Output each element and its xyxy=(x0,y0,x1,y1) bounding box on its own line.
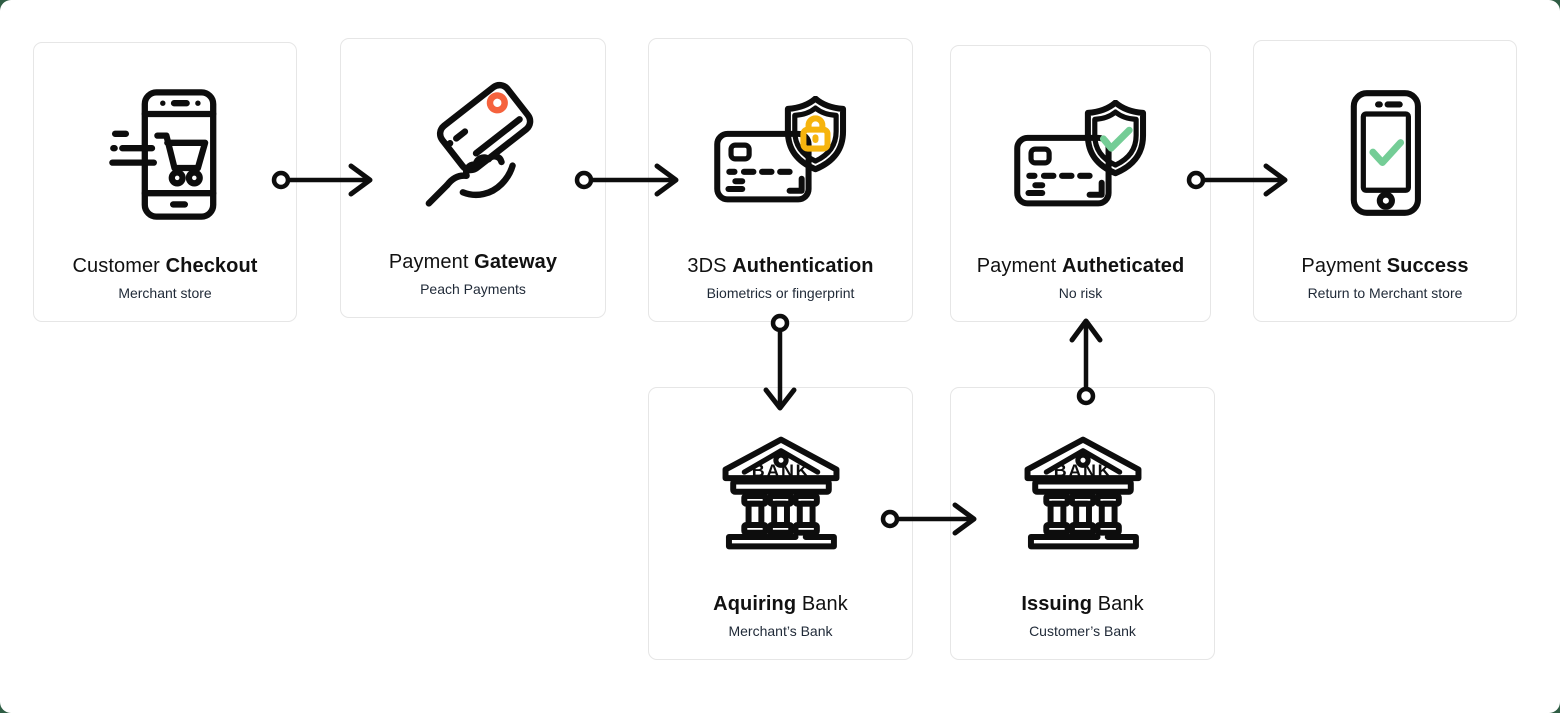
card-subtitle: Biometrics or fingerprint xyxy=(706,285,855,301)
card-subtitle: Merchant’s Bank xyxy=(728,623,833,639)
card-payment-gateway: Payment Gateway Peach Payments xyxy=(340,38,606,318)
card-shield-lock-icon xyxy=(712,39,850,255)
phone-cart-icon xyxy=(107,43,224,255)
card-subtitle: Return to Merchant store xyxy=(1307,285,1463,301)
card-subtitle: No risk xyxy=(1058,285,1103,301)
card-shield-check-icon xyxy=(1012,46,1150,255)
card-customer-checkout: Customer Checkout Merchant store xyxy=(33,42,297,322)
card-title: Payment Autheticated xyxy=(976,255,1185,277)
card-subtitle: Customer’s Bank xyxy=(1029,623,1136,639)
card-issuing-bank: BANK Issuing Bank Customer’s Bank xyxy=(950,387,1215,660)
svg-text:BANK: BANK xyxy=(751,460,810,480)
card-subtitle: Merchant store xyxy=(118,285,212,301)
card-payment-autheticated: Payment Autheticated No risk xyxy=(950,45,1211,322)
bank-icon: BANK xyxy=(717,388,845,593)
card-title: Aquiring Bank xyxy=(713,593,848,615)
phone-check-icon xyxy=(1333,41,1437,255)
svg-text:BANK: BANK xyxy=(1053,460,1112,480)
card-payment-success: Payment Success Return to Merchant store xyxy=(1253,40,1517,322)
bank-icon: BANK xyxy=(1019,388,1147,593)
card-title: Customer Checkout xyxy=(72,255,258,277)
card-3ds-authentication: 3DS Authentication Biometrics or fingerp… xyxy=(648,38,913,322)
card-title: 3DS Authentication xyxy=(687,255,874,277)
card-aquiring-bank: BANK Aquiring Bank Merchant’s Bank xyxy=(648,387,913,660)
card-title: Issuing Bank xyxy=(1021,593,1144,615)
hand-card-icon xyxy=(404,39,542,251)
card-title: Payment Success xyxy=(1301,255,1469,277)
card-title: Payment Gateway xyxy=(388,251,558,273)
card-subtitle: Peach Payments xyxy=(420,281,526,297)
